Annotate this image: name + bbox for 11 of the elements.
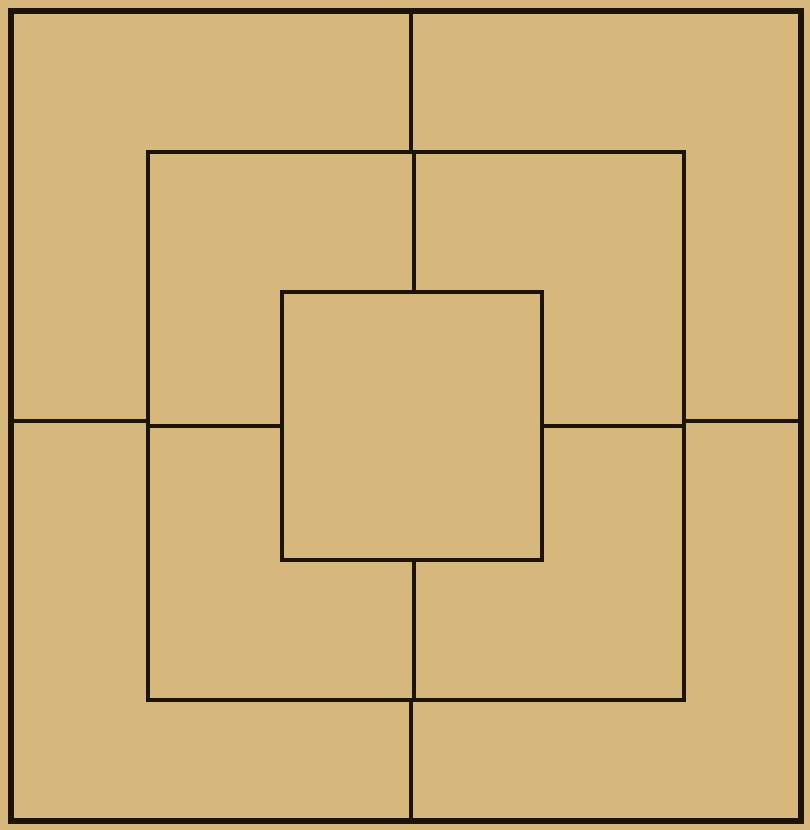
middle-square xyxy=(146,150,686,702)
connecting-line xyxy=(409,11,413,152)
connecting-line xyxy=(412,152,416,292)
connecting-line xyxy=(409,700,413,821)
connecting-line xyxy=(148,424,282,428)
connecting-line xyxy=(412,560,416,700)
connecting-line xyxy=(542,424,684,428)
inner-square xyxy=(280,290,544,562)
board-outline xyxy=(8,8,804,824)
connecting-line xyxy=(684,419,801,423)
connecting-line xyxy=(11,419,148,423)
